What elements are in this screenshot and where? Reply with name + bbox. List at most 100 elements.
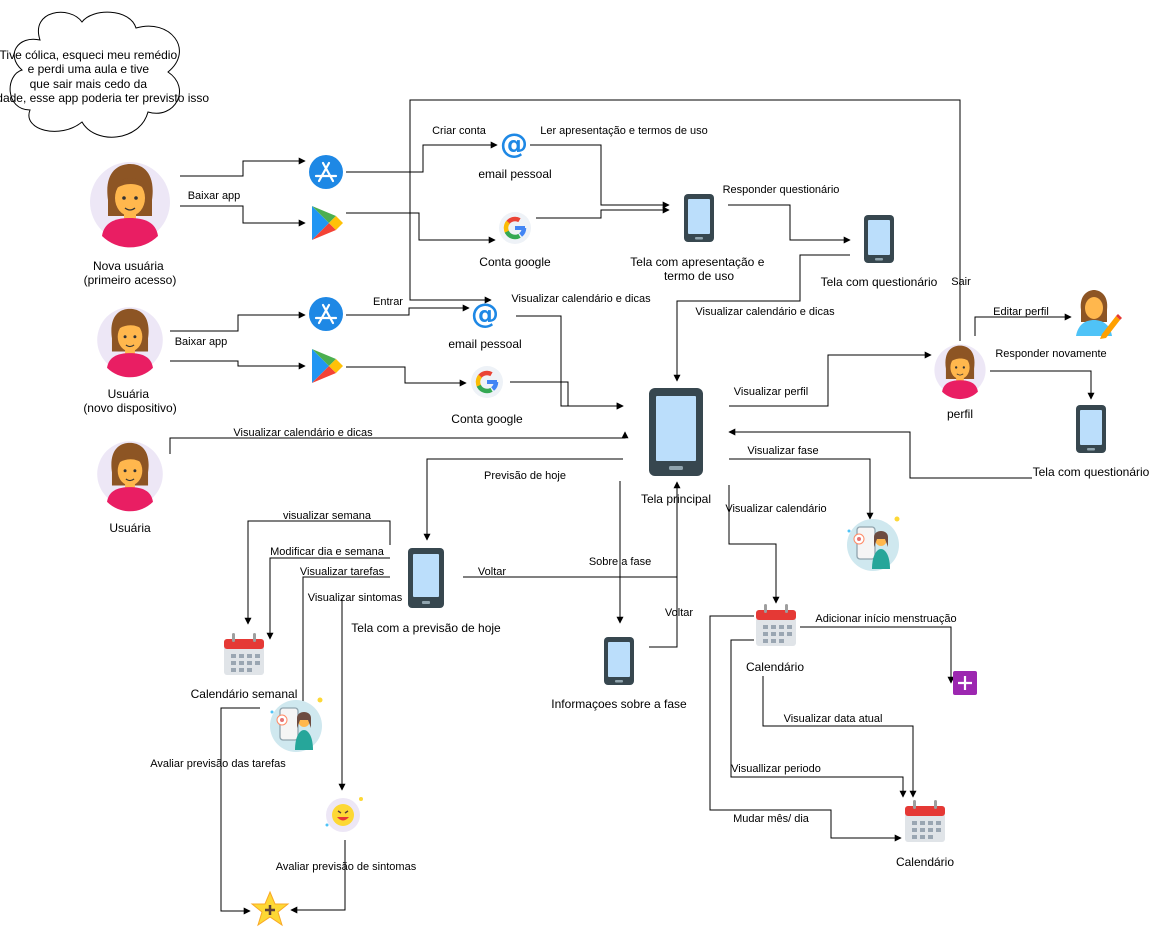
edge-today-tasks <box>299 576 390 713</box>
label-logout: Sair <box>951 276 971 288</box>
label-edit-profile: Editar perfil <box>993 306 1049 318</box>
label-read-terms: Ler apresentação e termos de uso <box>540 125 708 137</box>
app-store-icon-2 <box>307 295 345 333</box>
user-new-device-avatar <box>96 306 164 378</box>
profile-avatar <box>933 343 987 400</box>
edge-today-modify <box>266 557 390 640</box>
edge-google2-main <box>510 381 624 410</box>
edge-terms-quiz <box>728 204 851 244</box>
google-icon <box>499 212 531 244</box>
edge-appstore-email2 <box>346 304 470 316</box>
edit-profile-icon <box>1076 290 1122 339</box>
label-rate-tasks: Avaliar previsão das tarefas <box>150 758 286 770</box>
quiz2-screen-phone-icon <box>1076 405 1106 453</box>
phase-info-phone-icon <box>604 637 634 685</box>
user-avatar <box>96 440 164 512</box>
today-screen-phone-icon <box>408 548 444 608</box>
label-view-tasks: Visualizar tarefas <box>300 566 385 578</box>
today-screen-label: Tela com a previsão de hoje <box>351 621 501 635</box>
main-screen-label: Tela principal <box>641 492 711 506</box>
edge-user2-appstore <box>170 311 306 332</box>
edge-quiz2-main <box>728 428 1032 479</box>
edge-main-today <box>423 458 623 541</box>
edge-calendar-monthday <box>709 615 902 842</box>
edge-main-profile <box>729 351 932 407</box>
email-icon <box>500 127 528 160</box>
edge-appstore-email1 <box>346 141 498 173</box>
weekly-calendar-icon <box>224 633 264 675</box>
edge-email2-main <box>516 315 624 410</box>
user-new-device-label: Usuária (novo dispositivo) <box>83 387 176 415</box>
label-rate-symptoms: Avaliar previsão de sintomas <box>276 861 417 873</box>
email2-label: email pessoal <box>448 337 521 351</box>
label-download2: Baixar app <box>175 336 228 348</box>
edge-email1-terms <box>530 144 670 209</box>
main-screen-phone-icon <box>649 388 703 476</box>
edge-calendar-period <box>730 639 907 798</box>
label-change-month-day: Mudar mês/ dia <box>733 813 810 825</box>
star-icon <box>250 890 290 927</box>
label-view-profile: Visualizar perfil <box>734 386 808 398</box>
terms-screen-phone-icon <box>684 194 714 242</box>
quiz2-screen-label: Tela com questionário <box>1033 465 1150 479</box>
calendar2-label: Calendário <box>896 855 954 869</box>
edge-tasks-star <box>220 707 260 915</box>
edge-profile-edit <box>974 313 1072 336</box>
label-today-forecast: Previsão de hoje <box>484 470 566 482</box>
label-view-cal-tips2: Visualizar calendário e dicas <box>511 293 651 305</box>
label-create-account: Criar conta <box>432 125 487 137</box>
edge-newuser-appstore <box>180 157 306 177</box>
emoji-icon <box>324 796 364 833</box>
app-store-icon <box>307 153 345 191</box>
new-user-avatar <box>89 161 171 249</box>
tasks-illustration-icon <box>269 696 324 753</box>
label-view-week: visualizar semana <box>283 510 372 522</box>
google2-label: Conta google <box>451 412 523 426</box>
label-view-current-date: Visualizar data atual <box>784 713 883 725</box>
label-answer-again: Responder novamente <box>995 348 1106 360</box>
edge-quiz-main <box>673 254 850 382</box>
edge-labels: Baixar app Criar conta Ler apresentação … <box>150 125 1106 873</box>
google-icon-2 <box>471 366 503 398</box>
quiz-screen-phone-icon <box>864 215 894 263</box>
thought-cloud <box>9 11 180 138</box>
edge-calendar-currentdate <box>762 676 917 798</box>
calendar-icon-2 <box>905 800 945 842</box>
edge-user2-playstore <box>170 360 306 370</box>
edges <box>169 99 1095 915</box>
play-store-icon-2 <box>312 349 343 383</box>
label-view-cal-tips1: Visualizar calendário e dicas <box>695 306 835 318</box>
label-view-calendar: Visualizar calendário <box>725 503 826 515</box>
edge-google1-terms <box>536 206 670 219</box>
add-icon <box>953 671 977 695</box>
label-view-phase: Visualizar fase <box>747 445 818 457</box>
label-view-cal-tips3: Visualizar calendário e dicas <box>233 427 373 439</box>
edge-playstore-google2 <box>346 366 467 387</box>
quiz-screen-label: Tela com questionário <box>821 275 938 289</box>
edge-playstore-google1 <box>346 212 496 244</box>
label-view-period: Visuallizar periodo <box>731 763 821 775</box>
label-login: Entrar <box>373 296 403 308</box>
edge-phaseinfo-main <box>649 481 681 648</box>
label-download1: Baixar app <box>188 190 241 202</box>
label-about-phase: Sobre a fase <box>589 556 651 568</box>
play-store-icon <box>312 206 343 240</box>
thought-text: Tive cólica, esqueci meu remédio e perdi… <box>0 48 209 105</box>
email-icon-2 <box>471 297 499 330</box>
edge-profile-quiz2 <box>990 370 1095 400</box>
calendar-label: Calendário <box>746 660 804 674</box>
label-modify-day-week: Modificar dia e semana <box>270 546 385 558</box>
edge-user3-main <box>169 431 629 454</box>
edge-main-phase <box>729 458 874 520</box>
calendar-icon <box>756 604 796 646</box>
edge-today-week <box>244 520 391 625</box>
profile-label: perfil <box>947 407 973 421</box>
edge-main-calendar <box>728 485 780 604</box>
user-label: Usuária <box>109 521 151 535</box>
edge-newuser-playstore <box>180 205 306 227</box>
phase-illustration-icon <box>846 515 901 572</box>
new-user-label: Nova usuária (primeiro acesso) <box>84 259 177 287</box>
label-back2: Voltar <box>665 607 693 619</box>
edge-calendar-add <box>800 626 955 684</box>
